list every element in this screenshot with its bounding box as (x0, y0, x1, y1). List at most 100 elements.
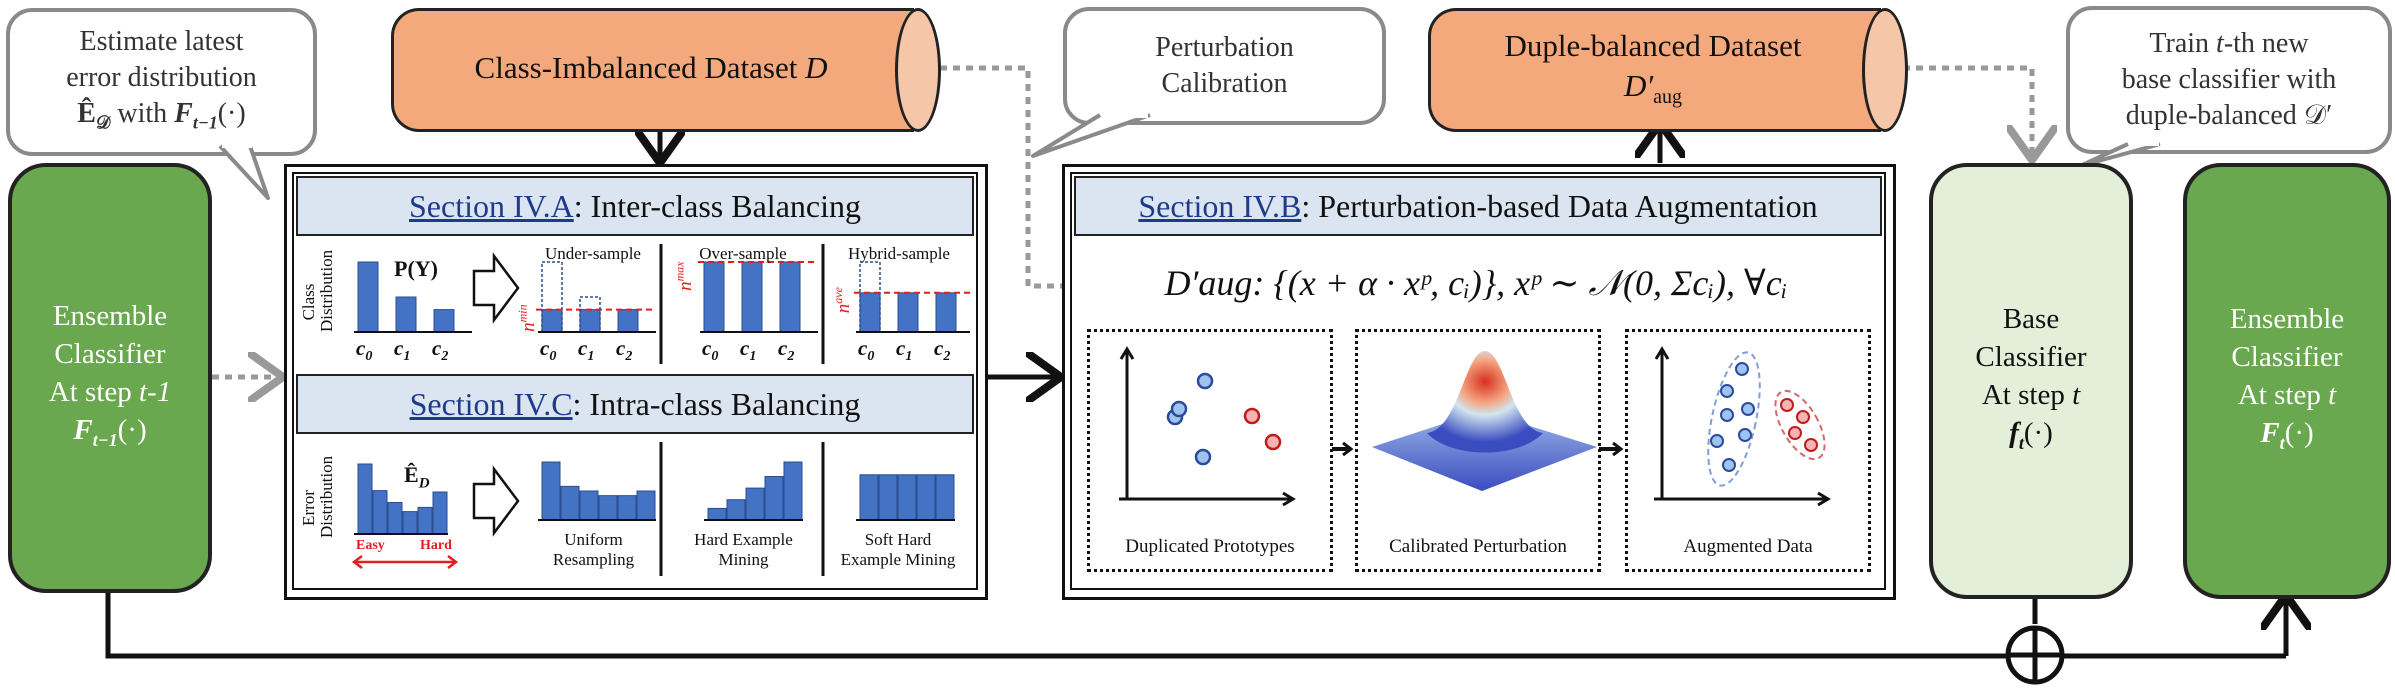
over-bars (698, 261, 818, 333)
balanced-dataset-label: Duple-balanced Dataset D′aug (1504, 28, 1802, 109)
hard-label: Hard (420, 538, 452, 553)
augmented-blue-points (1710, 362, 1755, 472)
ed-label: ÊD (404, 462, 430, 492)
c-uni-bar (579, 490, 599, 521)
n-ave-label: nave (830, 287, 855, 314)
c-err-bar (417, 506, 433, 535)
estimate-line3: Ê𝒟 with Ft−1(·) (77, 97, 246, 133)
c-hem-bar (745, 487, 765, 521)
hollow-arrow-icon (472, 252, 520, 324)
c-soft-bar (859, 474, 879, 521)
c-hem-bar (707, 507, 727, 521)
section-a-link[interactable]: Section IV.A (409, 187, 574, 224)
class-tick-label: c1 (740, 336, 757, 365)
base-classifier: Base Classifier At step t ft(·) (1929, 163, 2133, 599)
c-soft-bar (935, 474, 955, 521)
train-line1: Train t-th new (2149, 28, 2309, 59)
a-orig-bar (357, 261, 379, 333)
ensemble-classifier-next: Ensemble Classifier At step t Ft(·) (2183, 163, 2391, 599)
estimate-bubble: Estimate latest error distribution Ê𝒟 wi… (6, 8, 317, 156)
c-hem-bar (726, 499, 746, 521)
imbalanced-dataset-label: Class-Imbalanced Dataset D (474, 50, 828, 85)
under-bars (536, 261, 656, 333)
c-uni-bar (598, 495, 618, 521)
train-line3: duple-balanced 𝒟′ (2125, 100, 2333, 131)
hybrid-sample-label: Hybrid-sample (848, 244, 950, 263)
section-c-header: Section IV.C: Intra-class Balancing (296, 374, 974, 434)
dotted-connector-train (1890, 65, 2032, 155)
class-tick-label: c0 (702, 336, 719, 365)
section-a-header: Section IV.A: Inter-class Balancing (296, 176, 974, 236)
class-tick-label: c1 (394, 336, 411, 365)
uniform-bars (538, 461, 656, 521)
section-a-charts (354, 244, 970, 364)
c-err-bar (372, 490, 388, 535)
duplicated-prototypes-box (1087, 329, 1333, 572)
augmentation-plots (1119, 346, 1831, 507)
calibrated-perturbation-label: Calibrated Perturbation (1389, 536, 1567, 557)
section-c-title: : Intra-class Balancing (572, 385, 861, 422)
a-under-bar (617, 309, 639, 333)
balanced-dataset-cap (1862, 8, 1908, 132)
a-under-bar (579, 309, 601, 333)
ensemble-classifier-prev: Ensemble Classifier At step t-1 Ft−1(·) (8, 163, 212, 593)
class-tick-label: c0 (858, 336, 875, 365)
perturbation-line1: Perturbation (1155, 32, 1294, 63)
c-uni-bar (560, 485, 580, 521)
a-hybrid-bar (897, 292, 919, 333)
a-orig-bar (395, 296, 417, 333)
duplicated-prototypes-label: Duplicated Prototypes (1125, 536, 1295, 557)
c-hem-bar (764, 476, 784, 521)
bottom-loop-line (105, 590, 2008, 659)
perturbation-line2: Calibration (1161, 68, 1288, 99)
c-err-bar (387, 502, 403, 535)
class-tick-label: c1 (896, 336, 913, 365)
c-err-bar (357, 463, 373, 535)
a-over-bar (703, 261, 725, 333)
section-a-body: Class Distribution P(Y) Under-sample Ove… (296, 236, 970, 370)
imbalanced-dataset (391, 8, 914, 132)
soft-bars (856, 474, 955, 521)
estimate-line1: Estimate latest (79, 25, 244, 57)
balanced-dataset (1428, 8, 1881, 132)
a-hybrid-bar (935, 292, 957, 333)
estimate-bubble-tail (218, 144, 270, 200)
perturbation-bubble-tail (1031, 113, 1151, 158)
train-bubble: Train t-th new base classifier with dupl… (2066, 6, 2392, 154)
c-err-bar (432, 491, 448, 535)
c-soft-bar (916, 474, 936, 521)
red-prototypes (1243, 407, 1282, 451)
train-line2: base classifier with (2121, 64, 2337, 95)
a-orig-bar (433, 309, 455, 333)
augmented-data-box (1625, 329, 1871, 572)
augmented-red-points (1780, 398, 1818, 452)
class-tick-label: c2 (616, 336, 633, 365)
c-soft-bar (897, 474, 917, 521)
section-b-title: : Perturbation-based Data Augmentation (1301, 187, 1818, 224)
a-under-bar (541, 309, 563, 333)
class-tick-label: c2 (778, 336, 795, 365)
c-uni-bar (636, 490, 656, 521)
imbalanced-dataset-cap (895, 8, 941, 132)
section-c-charts (351, 442, 955, 576)
c-uni-bar (541, 461, 561, 521)
hollow-arrow-icon (472, 465, 520, 537)
section-b-link[interactable]: Section IV.B (1138, 187, 1302, 224)
section-b-header: Section IV.B: Perturbation-based Data Au… (1074, 176, 1882, 236)
orig-bars (354, 261, 472, 333)
class-tick-label: c1 (578, 336, 595, 365)
c-soft-bar (878, 474, 898, 521)
section-c-link[interactable]: Section IV.C (409, 385, 573, 422)
a-over-bar (779, 261, 801, 333)
error-bars (354, 463, 448, 535)
n-min-label: nmin (515, 304, 539, 332)
class-tick-label: c2 (432, 336, 449, 365)
class-tick-label: c2 (934, 336, 951, 365)
py-label: P(Y) (394, 256, 438, 281)
section-a-title: : Inter-class Balancing (573, 187, 861, 224)
easy-label: Easy (356, 538, 385, 553)
over-sample-label: Over-sample (699, 244, 787, 263)
